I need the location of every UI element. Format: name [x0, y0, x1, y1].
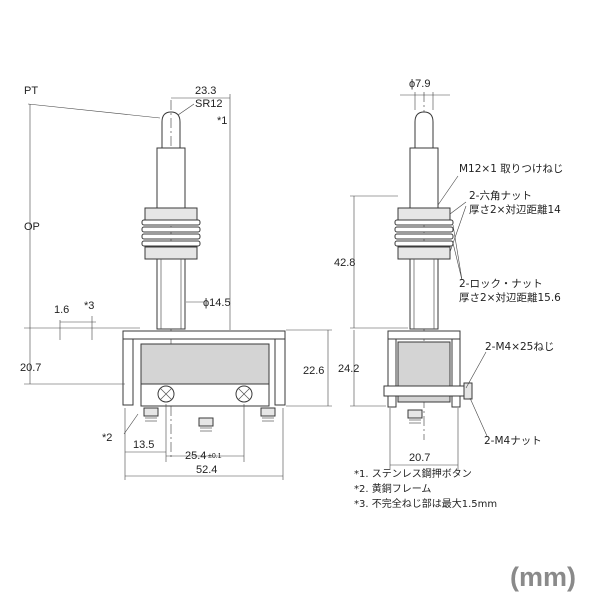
dim-52-4-label: 52.4	[196, 464, 217, 476]
hex-nut-leader-1	[449, 201, 467, 215]
threaded-stem-lower	[156, 258, 186, 330]
left-view: PT OP 20.7 23.3 SR12 *1 1.6 *3 ϕ14.5 22.…	[20, 85, 332, 480]
nut-note-leader	[469, 397, 488, 437]
terminal-screw-right	[260, 407, 276, 422]
frame-left-wall	[122, 338, 134, 406]
note-mark-1: *1	[217, 115, 227, 127]
hole-cross	[159, 387, 173, 401]
sr12-leader	[177, 103, 195, 116]
m12-leader	[437, 175, 459, 206]
unit-label: (mm)	[510, 562, 576, 592]
phi-14-5-label: ϕ14.5	[203, 297, 231, 309]
lock-nut-side-ring-1	[394, 219, 454, 226]
switch-body	[140, 343, 270, 385]
lock-nut-side-ring-3	[394, 233, 454, 240]
plunger-button-side	[414, 111, 434, 149]
pt-label: PT	[24, 85, 38, 97]
dim-13-5-label: 13.5	[133, 439, 154, 451]
threaded-stem-side-upper	[409, 147, 439, 209]
dim-20-7-label: 20.7	[20, 362, 41, 374]
dim-25-4-tolerance: ±0.1	[208, 453, 222, 460]
lock-nut-ring-4	[141, 240, 201, 247]
terminal-screw-center	[198, 417, 214, 432]
sr12-label: SR12	[195, 98, 223, 110]
dim-42-8-label: 42.8	[334, 257, 355, 269]
lock-nut-ring-1	[141, 219, 201, 226]
dim-22-6-label: 22.6	[303, 365, 324, 377]
side-frame-right	[451, 338, 461, 408]
side-frame-left	[387, 338, 397, 408]
nut-note: 2-M4ナット	[484, 435, 542, 447]
threaded-stem-upper	[156, 147, 186, 209]
frame-top	[122, 330, 286, 340]
threaded-stem-side-lower	[409, 258, 439, 330]
footnote-1: *1. ステンレス鋼押ボタン	[354, 467, 472, 480]
hex-nut-note-line2: 厚さ2×対辺距離14	[469, 203, 561, 216]
hex-nut-side-lower	[397, 246, 451, 260]
lock-nut-ring-3	[141, 233, 201, 240]
footnotes: *1. ステンレス鋼押ボタン *2. 黄銅フレーム *3. 不完全ねじ部は最大1…	[354, 467, 497, 510]
hex-nut-side-upper	[397, 207, 451, 221]
side-frame-top	[387, 330, 461, 340]
footnote-2: *2. 黄銅フレーム	[354, 482, 431, 495]
pt-leader	[27, 103, 161, 119]
dim-25-4-label: 25.4	[185, 450, 206, 462]
dim-1-6-label: 1.6	[54, 304, 69, 316]
dim-24-2-label: 24.2	[338, 363, 359, 375]
lock-nut-leader-2	[452, 242, 463, 281]
note-mark-3: *3	[84, 300, 94, 312]
screw-note-leader	[465, 351, 487, 389]
footnote-3: *3. 不完全ねじ部は最大1.5mm	[354, 497, 497, 510]
side-mounting-screw	[383, 385, 465, 397]
lock-nut-leader-1	[452, 224, 463, 281]
lock-nut-side-ring-2	[394, 226, 454, 233]
side-terminal	[407, 409, 423, 424]
terminal-screw-left	[143, 407, 159, 422]
lock-nut-side-ring-4	[394, 240, 454, 247]
lock-nut-ring-2	[141, 226, 201, 233]
screw-note: 2-M4×25ねじ	[485, 341, 554, 353]
m12-note: M12×1 取りつけねじ	[459, 163, 563, 175]
note-mark-2: *2	[102, 432, 112, 444]
dim-side-20-7-label: 20.7	[409, 452, 430, 464]
right-view: ϕ7.9 M12×1 取りつけねじ 2-六角ナット 厚さ2×対辺距離14 42.…	[334, 78, 563, 470]
side-m4-nut	[463, 382, 473, 400]
lock-nut-note-line2: 厚さ2×対辺距離15.6	[459, 291, 561, 304]
hex-nut-note-line1: 2-六角ナット	[469, 190, 532, 202]
frame-right-wall	[274, 338, 286, 406]
hole-cross	[237, 387, 251, 401]
plunger-button	[161, 111, 181, 149]
lock-nut-note-line1: 2-ロック・ナット	[459, 278, 543, 290]
op-label: OP	[24, 221, 40, 233]
dim-23-3-label: 23.3	[195, 85, 216, 97]
hex-nut-leader-2	[449, 205, 467, 253]
note-2-leader	[123, 413, 139, 435]
hex-nut-lower	[144, 246, 198, 260]
hex-nut-upper	[144, 207, 198, 221]
phi-7-9-label: ϕ7.9	[409, 78, 430, 90]
